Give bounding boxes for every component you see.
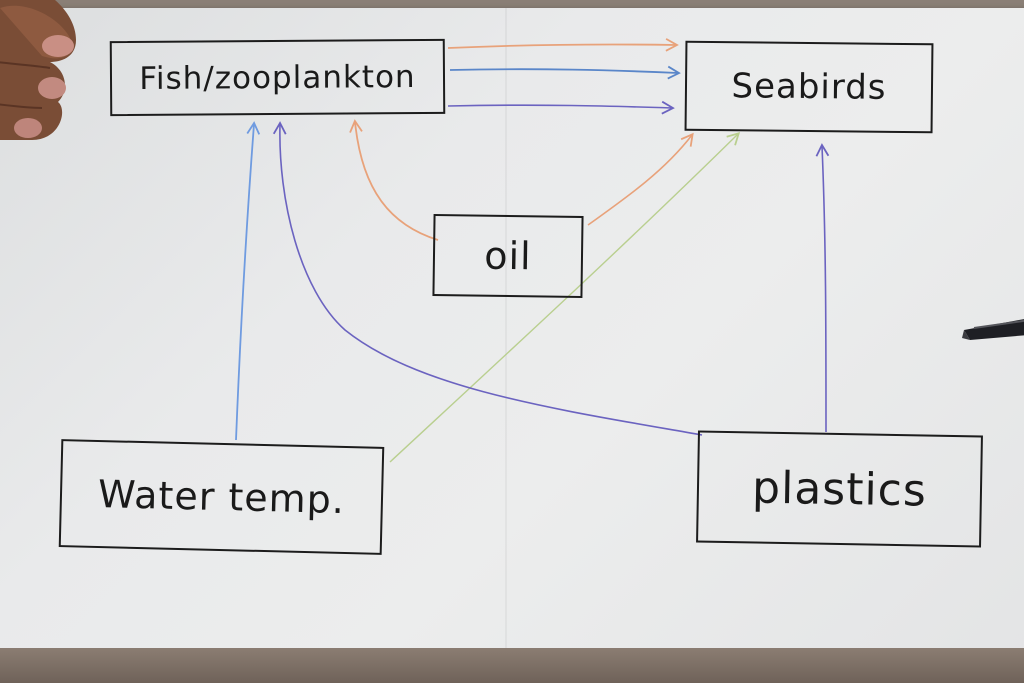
arrow-fish-seabirds-orange — [447, 38, 679, 52]
fingernail — [14, 118, 42, 138]
node-water-label: Water temp. — [97, 471, 346, 523]
arrow-fish-seabirds-blue — [449, 65, 681, 80]
node-seabirds: Seabirds — [684, 40, 934, 134]
node-oil: oil — [432, 213, 584, 299]
marker-pen — [962, 319, 1024, 340]
arrow-plastics-fish — [272, 121, 703, 436]
arrow-water-fish — [235, 121, 261, 441]
paper-sheet — [0, 8, 1024, 670]
arrow-oil-seabirds — [587, 132, 694, 226]
arrow-water-seabirds — [389, 131, 741, 463]
node-seabirds-label: Seabirds — [731, 66, 887, 108]
node-fish-zooplankton: Fish/zooplankton — [109, 38, 446, 117]
arrow-fish-seabirds-purple — [447, 100, 675, 115]
arrow-oil-fish — [349, 119, 439, 241]
fingernail — [42, 35, 74, 57]
hand-fingers — [0, 0, 76, 140]
node-water-temp: Water temp. — [58, 439, 385, 555]
paper-fold — [505, 8, 507, 670]
node-plastics: plastics — [696, 430, 983, 548]
node-fish-label: Fish/zooplankton — [139, 58, 416, 97]
node-oil-label: oil — [484, 233, 532, 279]
table-surface — [0, 648, 1024, 683]
fingernail — [38, 77, 66, 99]
arrow-plastics-seabirds — [815, 143, 830, 433]
node-plastics-label: plastics — [751, 461, 928, 517]
